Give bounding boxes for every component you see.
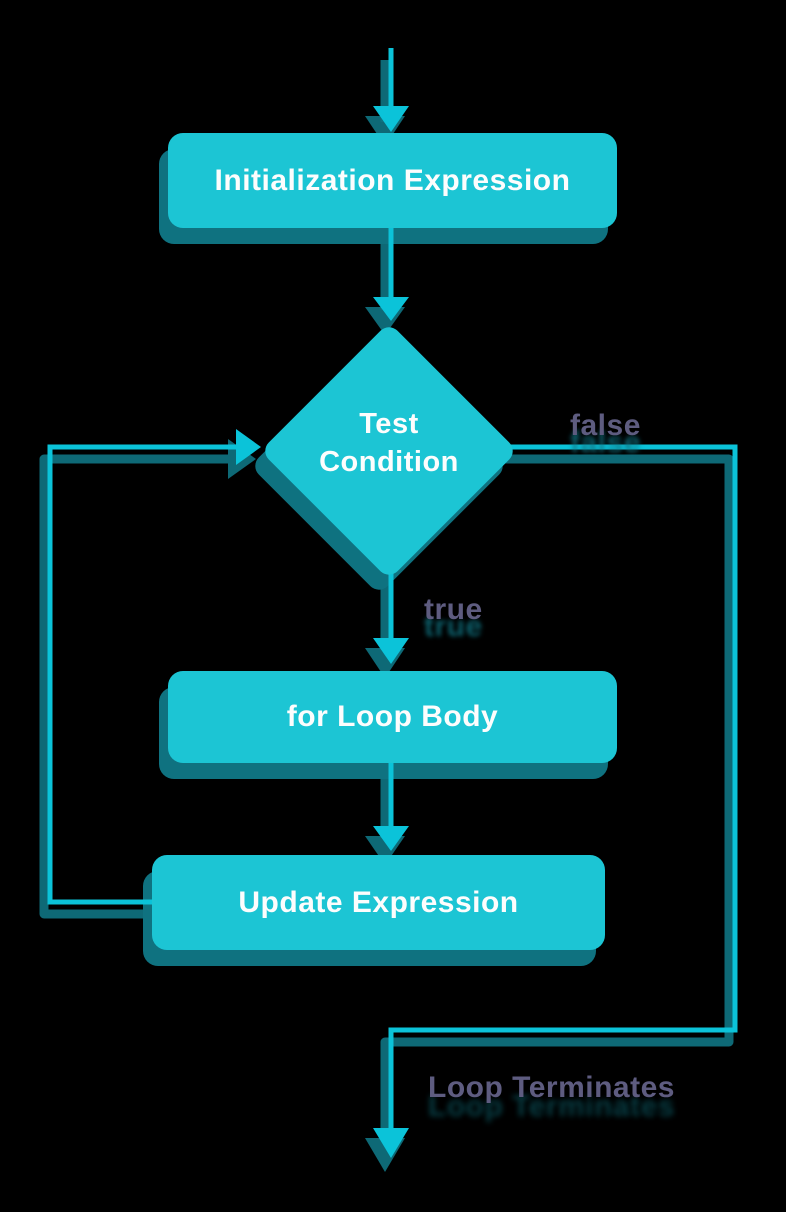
edge-test-true-to-body xyxy=(373,572,409,664)
edge-label-loop-terminates: Loop Terminates xyxy=(428,1071,675,1104)
node-initialization-expression: Initialization Expression xyxy=(168,133,617,228)
node-label: Initialization Expression xyxy=(214,163,571,197)
edge-body-to-update xyxy=(373,758,409,851)
arrowhead-right-icon xyxy=(236,429,261,465)
edge-entry xyxy=(373,48,409,132)
arrowhead-down-icon xyxy=(373,297,409,321)
node-label: for Loop Body xyxy=(286,700,499,733)
node-label: Update Expression xyxy=(238,885,519,919)
node-test-condition-label: Test Condition xyxy=(319,408,459,478)
connector-shadows xyxy=(39,60,734,1172)
arrowhead-down-icon xyxy=(373,1128,409,1158)
edge-init-to-test xyxy=(373,228,409,321)
node-for-loop-body: for Loop Body xyxy=(168,671,617,763)
node-update-expression: Update Expression xyxy=(152,855,605,950)
edge-label-true: true xyxy=(424,593,483,626)
edge-update-loopback-to-test xyxy=(47,429,261,905)
connector-strokes xyxy=(47,48,738,1158)
arrowhead-down-icon xyxy=(373,106,409,132)
arrowhead-down-icon xyxy=(373,638,409,664)
edge-test-false-to-exit xyxy=(373,444,738,1158)
edge-label-false: false xyxy=(570,409,641,442)
arrowhead-down-icon xyxy=(373,826,409,851)
